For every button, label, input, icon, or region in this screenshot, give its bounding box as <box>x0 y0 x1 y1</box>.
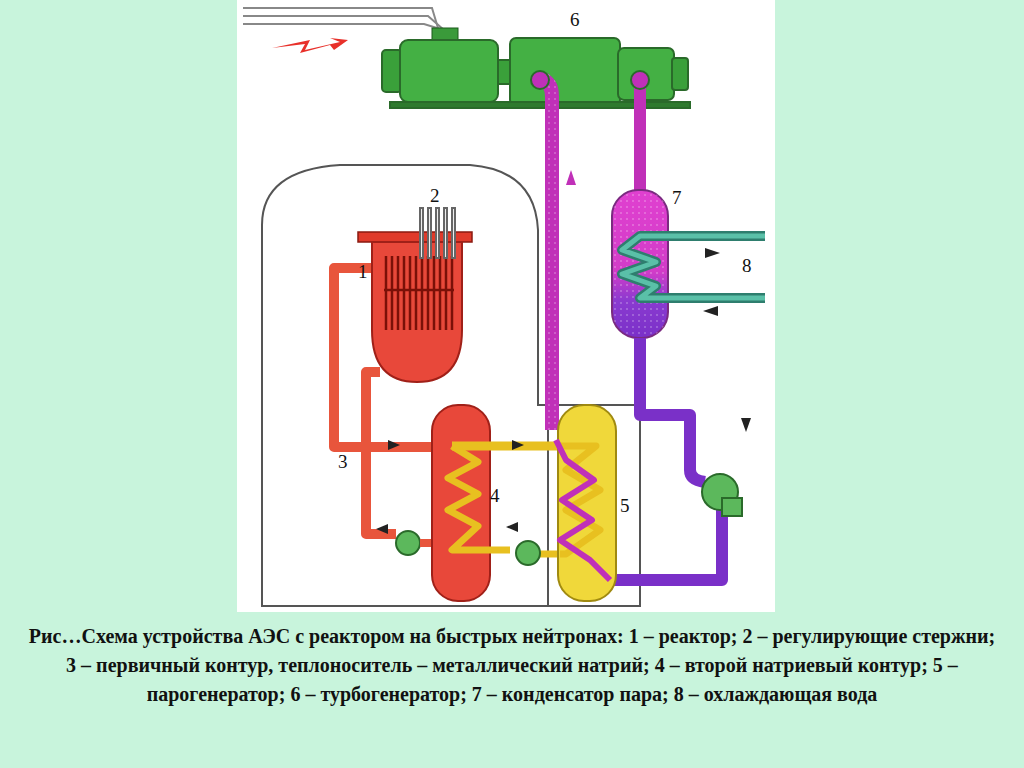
callout-number: 7 <box>672 188 682 207</box>
callout-number: 8 <box>742 256 752 275</box>
core-rod <box>403 256 406 330</box>
callout-number: 5 <box>620 496 630 515</box>
figure-caption: Рис…Схема устройства АЭС с реактором на … <box>22 622 1002 709</box>
core-rod <box>409 256 412 330</box>
core-rod <box>427 256 430 330</box>
callout-number: 1 <box>358 262 368 281</box>
core-rod <box>439 256 442 330</box>
callout-number: 2 <box>430 186 440 205</box>
core-rod <box>385 256 388 330</box>
callout-number: 6 <box>570 10 580 29</box>
core-rod <box>445 256 448 330</box>
control-rod <box>420 208 423 258</box>
core-rod <box>421 256 424 330</box>
control-rod <box>452 208 455 258</box>
control-rod <box>444 208 447 258</box>
callout-number: 3 <box>338 452 348 471</box>
control-rod <box>428 208 431 258</box>
core-grid <box>384 289 454 292</box>
core-rod <box>415 256 418 330</box>
core-rod <box>391 256 394 330</box>
callout-number: 4 <box>490 486 500 505</box>
core-rod <box>451 256 454 330</box>
control-rod <box>436 208 439 258</box>
core-rod <box>397 256 400 330</box>
core-rod <box>433 256 436 330</box>
